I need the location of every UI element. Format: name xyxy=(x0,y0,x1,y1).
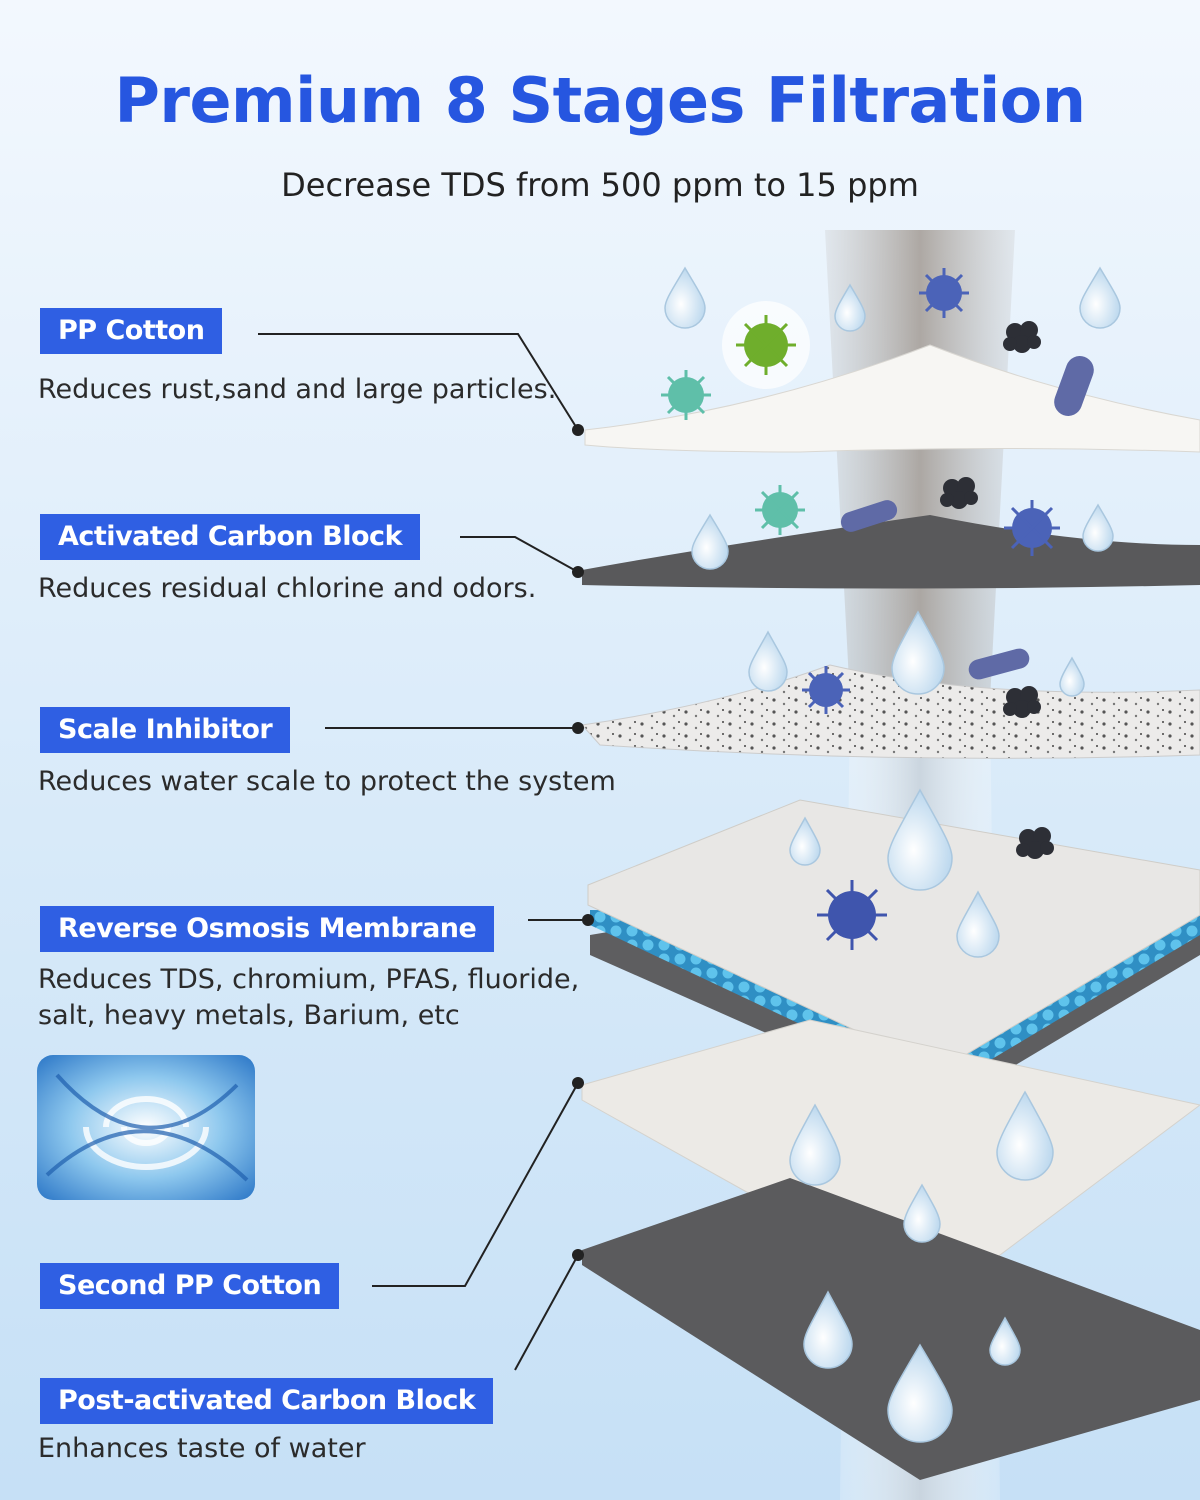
stage-label-post-carbon: Post-activated Carbon Block xyxy=(40,1378,494,1424)
connector-dot-1 xyxy=(572,424,584,436)
stage-desc-activated-carbon: Reduces residual chlorine and odors. xyxy=(38,573,537,604)
water-drop-icon xyxy=(887,1343,953,1443)
sediment-cluster-icon xyxy=(940,477,978,509)
water-drop-icon xyxy=(789,1103,841,1186)
virus-icon xyxy=(722,301,810,389)
virus-icon xyxy=(817,880,887,950)
water-drop-icon xyxy=(996,1090,1054,1181)
ro-membrane-thumbnail xyxy=(37,1055,255,1200)
stage-desc-post-carbon: Enhances taste of water xyxy=(38,1433,366,1464)
stage-desc-pp-cotton: Reduces rust,sand and large particles. xyxy=(38,374,557,405)
virus-icon xyxy=(755,485,805,535)
stage-desc-scale-inhibitor: Reduces water scale to protect the syste… xyxy=(38,766,616,797)
connector-dot-5 xyxy=(572,1077,584,1089)
water-drop-icon xyxy=(1059,656,1085,697)
connector-line-5 xyxy=(372,1082,579,1287)
connector-dot-6 xyxy=(572,1249,584,1261)
second-pp-cotton-layer xyxy=(581,1019,1200,1301)
water-drop-icon xyxy=(891,610,945,695)
stage-label-pp-cotton: PP Cotton xyxy=(40,308,223,354)
water-drop-icon xyxy=(1079,266,1121,329)
water-drop-icon xyxy=(664,266,706,329)
connector-line-6 xyxy=(514,1254,579,1371)
stage-desc-ro-membrane: Reduces TDS, chromium, PFAS, fluoride, s… xyxy=(38,964,580,1031)
water-drop-icon xyxy=(989,1316,1021,1366)
connector-line-2 xyxy=(460,536,579,573)
virus-icon xyxy=(1004,500,1060,556)
bacteria-icon xyxy=(968,648,1030,680)
ro-membrane-top-layer xyxy=(587,799,1200,1071)
sediment-cluster-icon xyxy=(1003,686,1041,718)
activated-carbon-layer xyxy=(582,515,1200,589)
virus-icon xyxy=(661,370,711,420)
page-subtitle: Decrease TDS from 500 ppm to 15 ppm xyxy=(281,166,919,204)
connector-dot-3 xyxy=(572,722,584,734)
water-drop-icon xyxy=(903,1183,941,1243)
water-drop-icon xyxy=(691,513,729,570)
water-drop-icon xyxy=(789,816,821,866)
water-drop-icon xyxy=(748,630,788,692)
sediment-cluster-icon xyxy=(1003,321,1041,353)
water-drop-icon xyxy=(887,788,953,891)
connector-dot-2 xyxy=(572,566,584,578)
virus-icon xyxy=(802,666,850,714)
stage-label-scale-inhibitor: Scale Inhibitor xyxy=(40,707,291,753)
virus-icon xyxy=(919,268,969,318)
stage-label-ro-membrane: Reverse Osmosis Membrane xyxy=(40,906,495,952)
stage-label-second-pp-cotton: Second PP Cotton xyxy=(40,1263,340,1309)
post-carbon-layer xyxy=(582,1178,1200,1480)
sediment-cluster-icon xyxy=(1016,827,1054,859)
bacteria-icon xyxy=(840,500,898,532)
connector-dot-4 xyxy=(582,914,594,926)
water-drop-icon xyxy=(956,890,1000,958)
scale-inhibitor-layer xyxy=(581,664,1200,759)
pp-cotton-layer xyxy=(584,344,1200,453)
page-title: Premium 8 Stages Filtration xyxy=(114,64,1086,137)
water-drop-icon xyxy=(1082,503,1114,552)
bacteria-icon xyxy=(1054,356,1094,416)
water-drop-icon xyxy=(803,1290,853,1369)
water-drop-icon xyxy=(834,283,866,332)
stage-label-activated-carbon: Activated Carbon Block xyxy=(40,514,421,560)
connector-line-1 xyxy=(258,333,579,431)
